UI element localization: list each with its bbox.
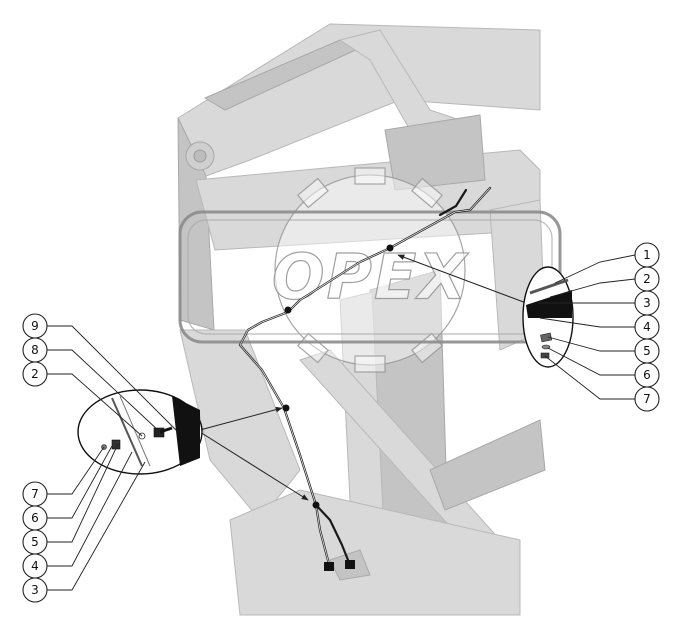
callout-right-3: 3 bbox=[634, 290, 660, 316]
watermark-text: OPEX bbox=[272, 241, 469, 314]
svg-text:7: 7 bbox=[31, 487, 39, 501]
detail-view-left bbox=[77, 389, 203, 475]
svg-text:9: 9 bbox=[31, 319, 39, 333]
callout-left-2: 2 bbox=[22, 361, 48, 387]
left-callout-leaders bbox=[47, 325, 179, 591]
svg-text:3: 3 bbox=[31, 583, 39, 597]
svg-text:2: 2 bbox=[643, 272, 651, 286]
callout-left-7: 7 bbox=[22, 481, 48, 507]
svg-text:8: 8 bbox=[31, 343, 39, 357]
svg-text:2: 2 bbox=[31, 367, 39, 381]
svg-text:1: 1 bbox=[643, 248, 651, 262]
svg-text:7: 7 bbox=[643, 392, 651, 406]
callout-left-6: 6 bbox=[22, 505, 48, 531]
callout-right-1: 1 bbox=[634, 242, 660, 268]
callout-left-5: 5 bbox=[22, 529, 48, 555]
arrow-to-middle-clamp bbox=[199, 406, 283, 431]
callout-left-3: 3 bbox=[22, 577, 48, 603]
callout-left-8: 8 bbox=[22, 337, 48, 363]
arrow-to-lower-clamp bbox=[199, 431, 309, 501]
left-callouts: 9 8 2 7 6 5 4 3 bbox=[22, 313, 48, 603]
opex-watermark: OPEX bbox=[178, 167, 562, 373]
svg-text:4: 4 bbox=[31, 559, 39, 573]
brake-tube bbox=[238, 186, 492, 571]
callout-right-5: 5 bbox=[634, 338, 660, 364]
svg-text:6: 6 bbox=[31, 511, 39, 525]
callout-right-4: 4 bbox=[634, 314, 660, 340]
callout-right-6: 6 bbox=[634, 362, 660, 388]
detail-arrows bbox=[199, 254, 546, 501]
arrow-to-upper-clamp bbox=[397, 254, 546, 311]
svg-text:4: 4 bbox=[643, 320, 651, 334]
svg-text:6: 6 bbox=[643, 368, 651, 382]
callout-right-2: 2 bbox=[634, 266, 660, 292]
right-callouts: 1 2 3 4 5 6 7 bbox=[634, 242, 660, 412]
svg-text:3: 3 bbox=[643, 296, 651, 310]
callout-right-7: 7 bbox=[634, 386, 660, 412]
svg-text:5: 5 bbox=[643, 344, 651, 358]
gear-shape bbox=[274, 167, 466, 373]
callout-left-9: 9 bbox=[22, 313, 48, 339]
svg-text:5: 5 bbox=[31, 535, 39, 549]
callout-left-4: 4 bbox=[22, 553, 48, 579]
detail-view-right bbox=[522, 266, 574, 368]
right-callout-leaders bbox=[538, 254, 636, 400]
